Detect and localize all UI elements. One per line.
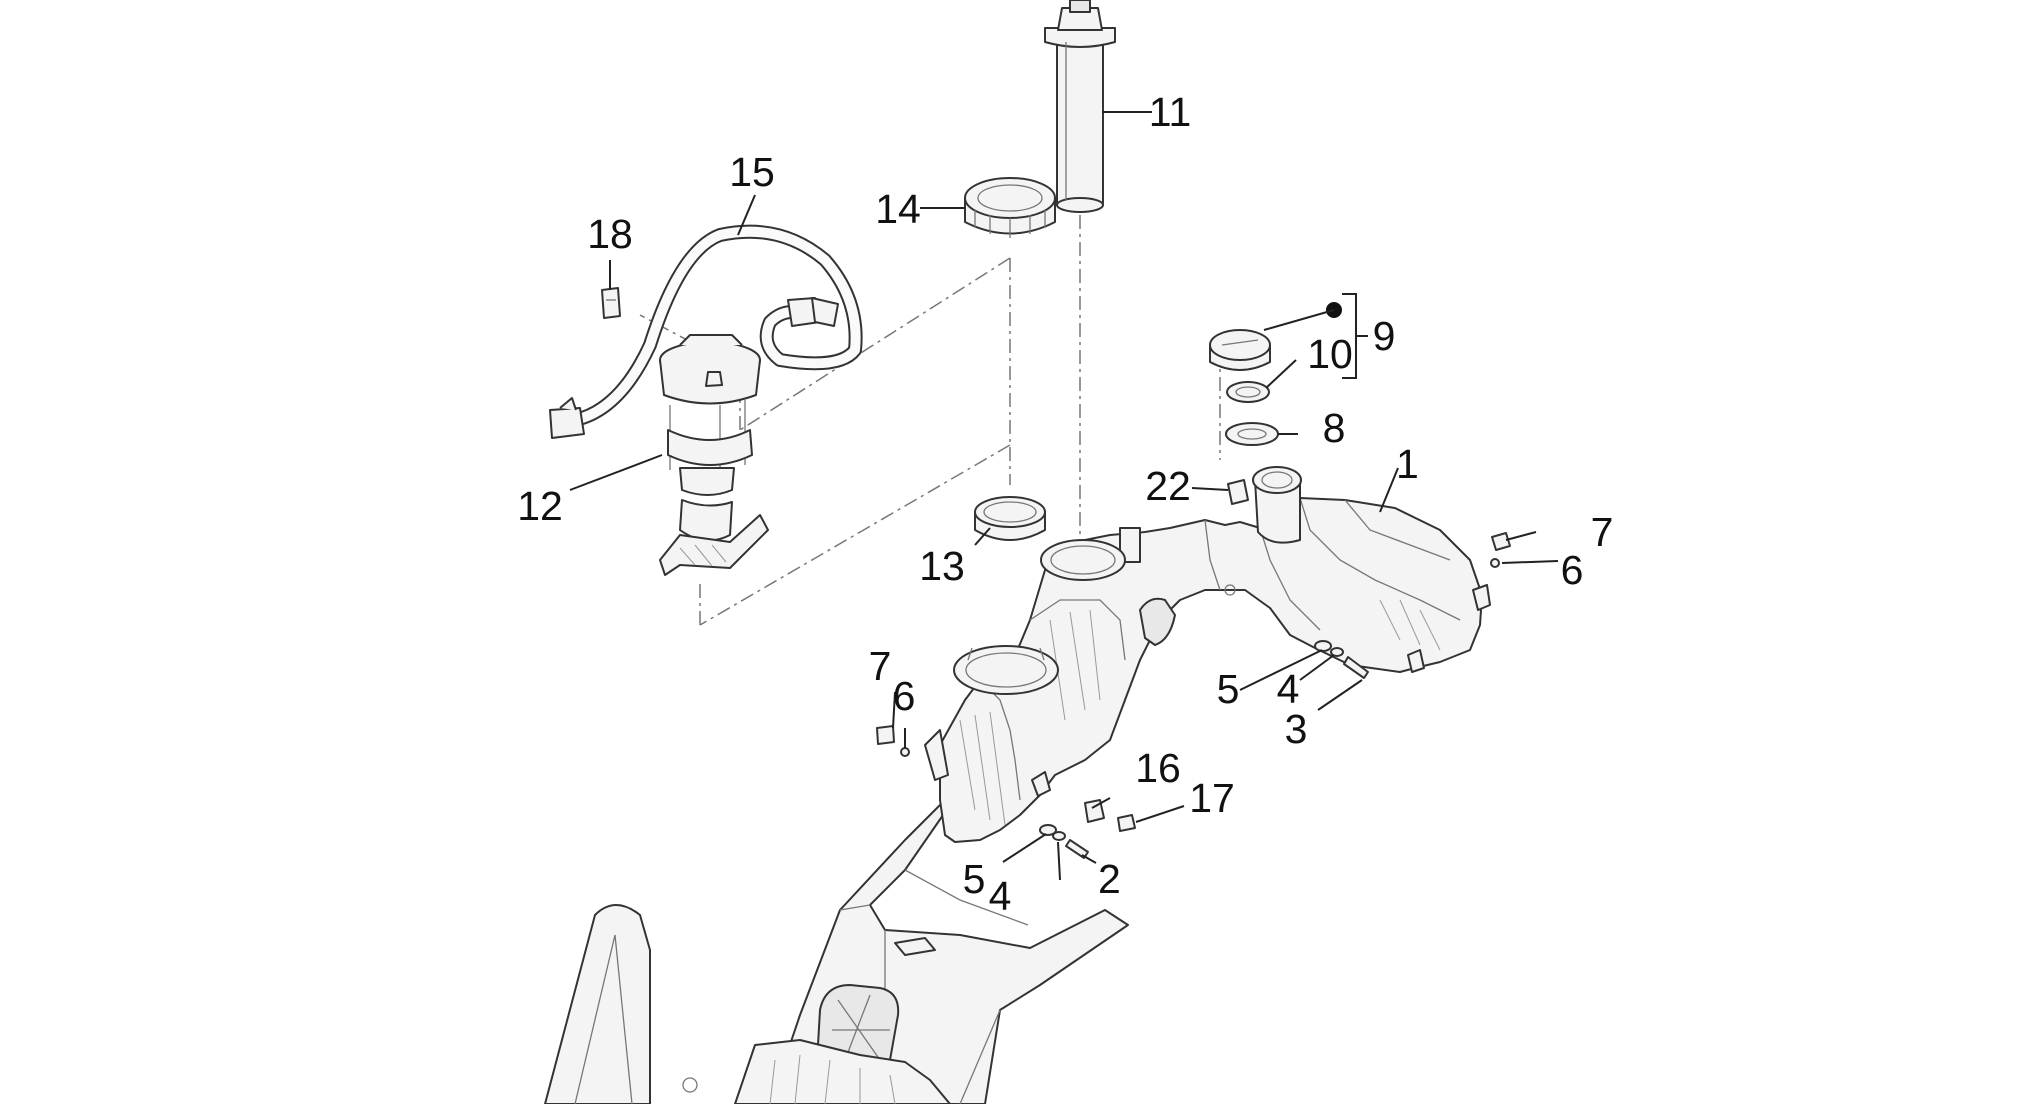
callout-15: 15 xyxy=(729,149,775,195)
cap-seal xyxy=(1226,381,1270,403)
gauge-opening xyxy=(1040,539,1126,581)
callout-7-right: 7 xyxy=(1591,509,1614,555)
fuel-pump xyxy=(659,334,769,576)
callout-16: 16 xyxy=(1135,745,1181,791)
callout-5-left: 5 xyxy=(963,856,986,902)
callout-1: 1 xyxy=(1396,441,1419,487)
callout-11: 11 xyxy=(1149,89,1192,135)
fuel-tank xyxy=(924,497,1491,843)
callout-13: 13 xyxy=(919,543,965,589)
callout-17: 17 xyxy=(1189,775,1235,821)
neck-gasket xyxy=(1225,422,1279,446)
pump-gasket xyxy=(974,496,1046,541)
bracket-9 xyxy=(1342,293,1368,379)
filler-neck xyxy=(1252,466,1302,544)
callout-labels: 1 2 3 4 4 5 5 6 6 7 7 8 9 10 11 12 13 14… xyxy=(517,89,1613,919)
callout-6-right: 6 xyxy=(1561,547,1584,593)
hose-clip xyxy=(601,287,621,319)
leader-lines xyxy=(569,111,1559,881)
callout-7-left: 7 xyxy=(869,643,892,689)
callout-12: 12 xyxy=(517,483,563,529)
callout-18: 18 xyxy=(587,211,633,257)
callout-8: 8 xyxy=(1323,405,1346,451)
callout-22: 22 xyxy=(1145,463,1191,509)
lock-ring xyxy=(964,177,1056,238)
callout-5-right: 5 xyxy=(1217,666,1240,712)
clip-22 xyxy=(1227,479,1249,505)
callout-4-left: 4 xyxy=(989,873,1012,919)
callout-10: 10 xyxy=(1307,331,1353,377)
scooter-frame xyxy=(544,799,1129,1104)
fuel-hose xyxy=(549,224,863,439)
fuel-gauge-sender xyxy=(1044,0,1116,213)
callout-4-right: 4 xyxy=(1277,666,1300,712)
callout-3: 3 xyxy=(1285,706,1308,752)
callout-2: 2 xyxy=(1098,856,1121,902)
fuel-cap xyxy=(1209,329,1271,371)
pump-opening xyxy=(953,645,1059,695)
callout-6-left: 6 xyxy=(893,673,916,719)
callout-9: 9 xyxy=(1373,313,1396,359)
callout-14: 14 xyxy=(875,186,921,232)
